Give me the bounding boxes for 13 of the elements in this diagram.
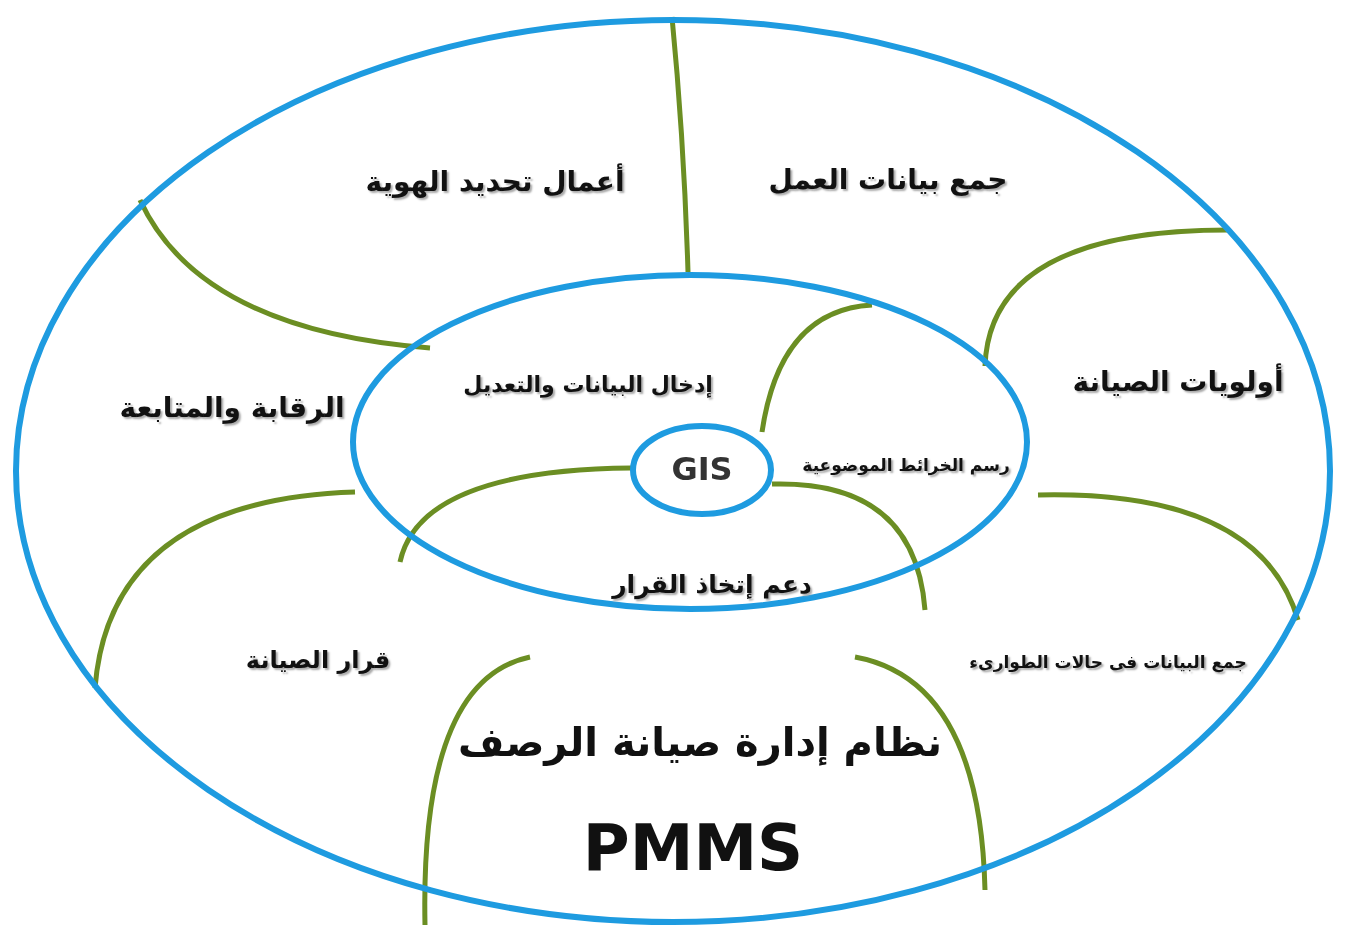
region-label: جمع البيانات فى حالات الطوارىء xyxy=(969,652,1247,672)
acronym-text: PMMS xyxy=(582,812,804,884)
region-label: الرقابة والمتابعة xyxy=(119,392,345,424)
region-label: دعم إتخاذ القرار xyxy=(612,571,812,599)
title-text: نظام إدارة صيانة الرصف xyxy=(458,720,942,764)
middle-ellipse xyxy=(350,272,1030,612)
label-text: GIS xyxy=(671,452,733,488)
region-label: جمع بيانات العمل xyxy=(768,164,1008,196)
inner-circle xyxy=(630,423,774,517)
region-label: رسم الخرائط الموضوعية xyxy=(802,455,1010,475)
region-label: إدخال البيانات والتعديل xyxy=(463,372,713,398)
region-label: قرار الصيانة xyxy=(245,646,391,674)
outer-ellipse xyxy=(13,17,1333,925)
